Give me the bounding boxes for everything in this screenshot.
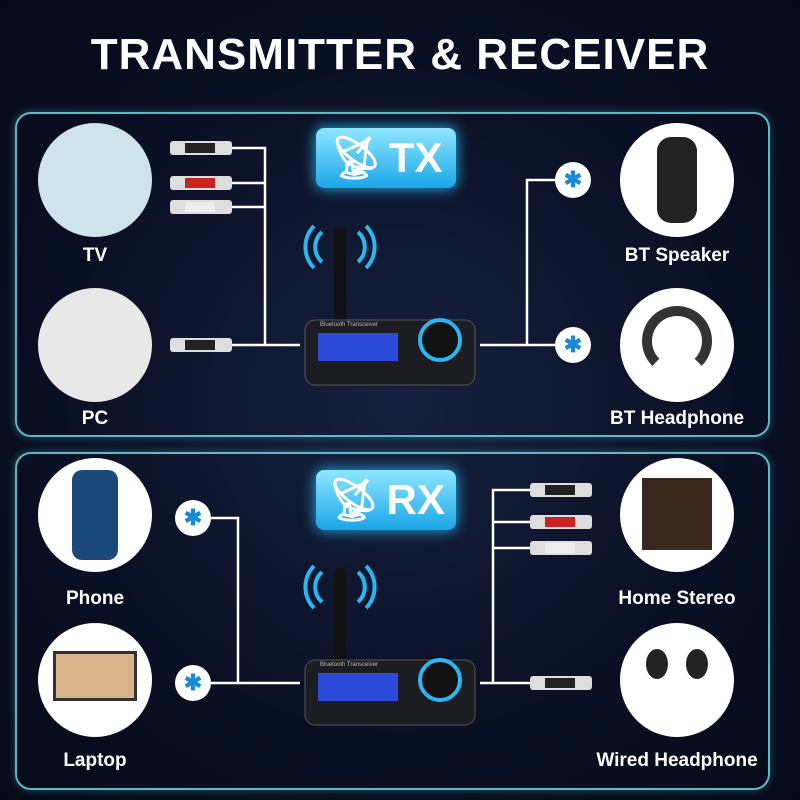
- rx-device: [303, 564, 476, 726]
- tx-badge: 📡︎TX: [316, 128, 456, 188]
- bt-headphone-image: [620, 288, 734, 402]
- bluetooth-icon: ✱: [555, 162, 591, 198]
- device-label: Bluetooth Transceiver: [320, 662, 379, 668]
- bt-speaker-image: [620, 123, 734, 237]
- home-stereo-image: [620, 458, 734, 572]
- antenna-icon: 📡︎: [329, 133, 383, 181]
- device-label: Bluetooth Transceiver: [320, 322, 379, 328]
- phone-label: Phone: [65, 588, 125, 609]
- tv-image: [38, 123, 152, 237]
- wired-headphone-image: [620, 623, 734, 737]
- laptop-label: Laptop: [63, 750, 127, 771]
- bt-speaker-label: BT Speaker: [624, 245, 730, 266]
- laptop-image: [38, 623, 152, 737]
- rx-panel: [15, 452, 770, 790]
- page-title: TRANSMITTER & RECEIVER: [90, 30, 710, 79]
- phone-image: [38, 458, 152, 572]
- bluetooth-icon: ✱: [175, 500, 211, 536]
- tx-device: [303, 224, 476, 386]
- home-stereo-label: Home Stereo: [618, 588, 736, 609]
- satellite-icon: 📡︎: [327, 475, 381, 523]
- bluetooth-icon: ✱: [175, 665, 211, 701]
- rx-badge: 📡︎RX: [316, 470, 456, 530]
- cable-connectors: [170, 141, 592, 690]
- tv-label: TV: [82, 245, 108, 266]
- pc-label: PC: [81, 408, 109, 429]
- bt-headphone-label: BT Headphone: [609, 408, 745, 429]
- pc-image: [38, 288, 152, 402]
- wired-headphone-label: Wired Headphone: [596, 750, 758, 771]
- bluetooth-icon: ✱: [555, 327, 591, 363]
- tx-panel: [15, 112, 770, 437]
